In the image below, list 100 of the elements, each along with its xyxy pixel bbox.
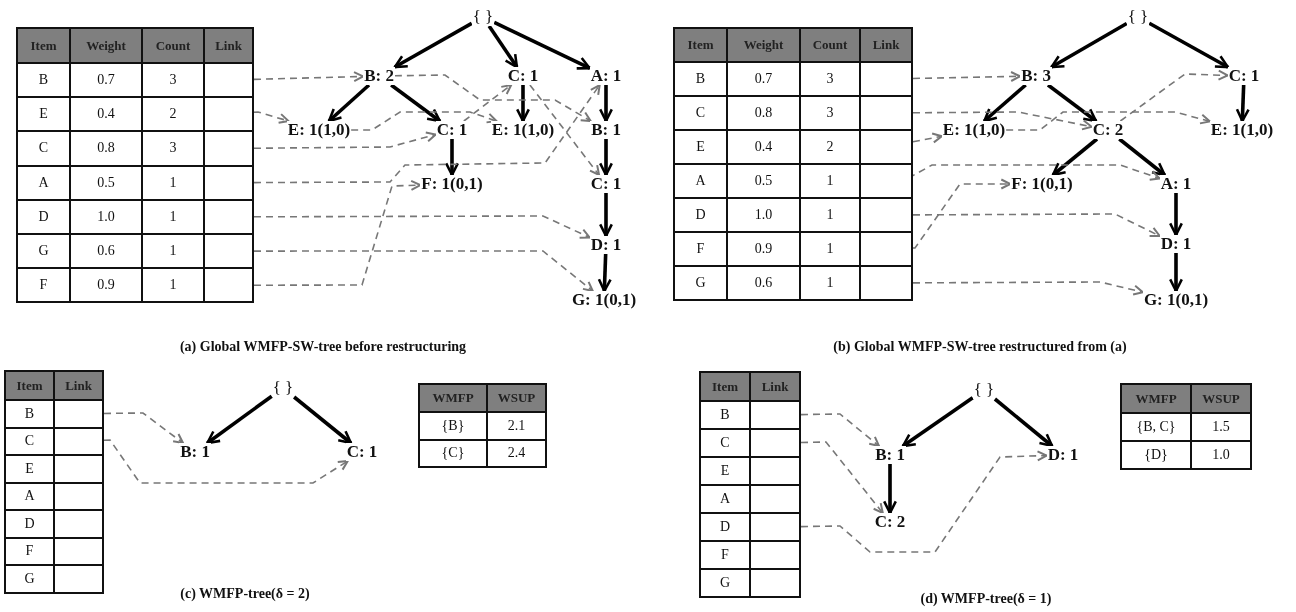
table-cell: 2.4	[486, 438, 547, 468]
link-arrow	[253, 131, 437, 150]
tree-node: B: 3	[1020, 67, 1052, 85]
tree-arrow	[1050, 21, 1128, 69]
link-arrow	[394, 74, 592, 122]
tree-node: G: 1(0,1)	[570, 291, 638, 309]
tree-node: E: 1(1,0)	[286, 121, 352, 139]
tree-node: B: 2	[363, 67, 395, 85]
tree-node: E: 1(1,0)	[490, 121, 556, 139]
tree-arrow	[393, 21, 473, 69]
tree-arrow	[598, 85, 614, 123]
tree-node: G: 1(0,1)	[1142, 291, 1210, 309]
table-header-cell: Item	[4, 370, 55, 401]
table-header-cell: Link	[53, 370, 104, 401]
link-arrow	[350, 111, 498, 131]
link-arrow	[253, 179, 422, 287]
tree-arrow	[993, 397, 1054, 448]
link-arrow	[253, 250, 594, 292]
link-arrow	[463, 84, 513, 122]
table-cell: G	[699, 568, 751, 598]
link-cell	[203, 267, 254, 304]
tree-arrow	[1118, 137, 1166, 177]
table-cell: {D}	[1120, 440, 1192, 470]
tree-arrow	[487, 25, 519, 69]
link-arrow	[800, 441, 884, 514]
tree-node: E: 1(1,0)	[941, 121, 1007, 139]
tree-arrow	[1148, 21, 1230, 69]
table-header-cell: Count	[141, 27, 205, 64]
tree-arrow	[598, 193, 614, 238]
link-arrow	[912, 132, 943, 144]
figure-caption: (b) Global WMFP-SW-tree restructured from (a)	[833, 339, 1127, 355]
link-arrow	[912, 281, 1144, 296]
link-arrow	[912, 111, 1093, 131]
table-header-cell: Weight	[726, 27, 801, 63]
tree-arrow	[206, 394, 273, 445]
tree-node: A: 1	[589, 67, 623, 85]
table-header-cell: WMFP	[418, 383, 488, 413]
link-arrow	[103, 439, 349, 484]
tree-node: E: 1(1,0)	[1209, 121, 1275, 139]
table-cell: G	[4, 564, 55, 594]
link-arrow	[529, 84, 601, 176]
table-cell: {C}	[418, 438, 488, 468]
root-node: { }	[271, 379, 295, 397]
link-arrow	[912, 71, 1022, 82]
tree-arrow	[598, 139, 614, 177]
link-cell	[53, 564, 104, 594]
tree-node: C: 1	[345, 443, 379, 461]
tree-arrow	[1235, 84, 1250, 123]
table-header-cell: WSUP	[486, 383, 547, 413]
tree-arrow	[901, 396, 974, 448]
table-header-cell: Item	[16, 27, 71, 64]
table-cell: 1.0	[1190, 440, 1252, 470]
table-header-cell: Link	[203, 27, 254, 64]
table-header-cell: WMFP	[1120, 383, 1192, 414]
tree-arrow	[327, 83, 371, 123]
figure-caption: (a) Global WMFP-SW-tree before restructuring	[179, 339, 467, 355]
link-cell	[859, 265, 913, 301]
table-header-cell: Weight	[69, 27, 143, 64]
root-node: { }	[972, 381, 996, 399]
link-arrow	[912, 213, 1161, 237]
tree-arrow	[1168, 193, 1184, 237]
table-header-cell: WSUP	[1190, 383, 1252, 414]
link-arrow	[103, 412, 184, 444]
tree-node: F: 1(0,1)	[420, 175, 484, 193]
tree-arrow	[1051, 137, 1099, 177]
tree-arrow	[292, 395, 353, 445]
table-header-cell: Item	[673, 27, 728, 63]
tree-arrow	[444, 139, 460, 177]
link-arrow	[800, 450, 1048, 553]
tree-node: C: 1	[506, 67, 540, 85]
tree-node: C: 1	[435, 121, 469, 139]
tree-arrow	[1046, 83, 1098, 123]
table-header-cell: Count	[799, 27, 861, 63]
link-arrow	[253, 215, 591, 239]
tree-arrow	[983, 83, 1027, 123]
link-arrow	[253, 111, 290, 124]
table-header-cell: Link	[749, 371, 801, 402]
tree-arrow	[597, 253, 612, 293]
root-node: { }	[471, 8, 495, 26]
tree-arrow	[1168, 253, 1184, 293]
table-header-cell: Link	[859, 27, 913, 63]
table-cell: G	[673, 265, 728, 301]
link-arrow	[912, 178, 1012, 249]
tree-node: C: 2	[1091, 121, 1125, 139]
link-cell	[749, 568, 801, 598]
link-arrow	[253, 84, 601, 184]
figure-caption: (c) WMFP-tree(δ = 2)	[180, 586, 310, 602]
table-cell: F	[16, 267, 71, 304]
tree-arrow	[515, 85, 531, 123]
tree-arrow	[493, 20, 591, 70]
root-node: { }	[1126, 8, 1150, 26]
link-arrow	[253, 71, 365, 83]
link-arrow	[1005, 111, 1211, 131]
tree-node: F: 1(0,1)	[1010, 175, 1074, 193]
figure-caption: (d) WMFP-tree(δ = 1)	[920, 591, 1052, 607]
tree-arrow	[882, 464, 898, 515]
link-arrow	[800, 413, 880, 447]
link-arrow	[1119, 69, 1229, 122]
table-header-cell: Item	[699, 371, 751, 402]
tree-arrow	[390, 83, 442, 123]
